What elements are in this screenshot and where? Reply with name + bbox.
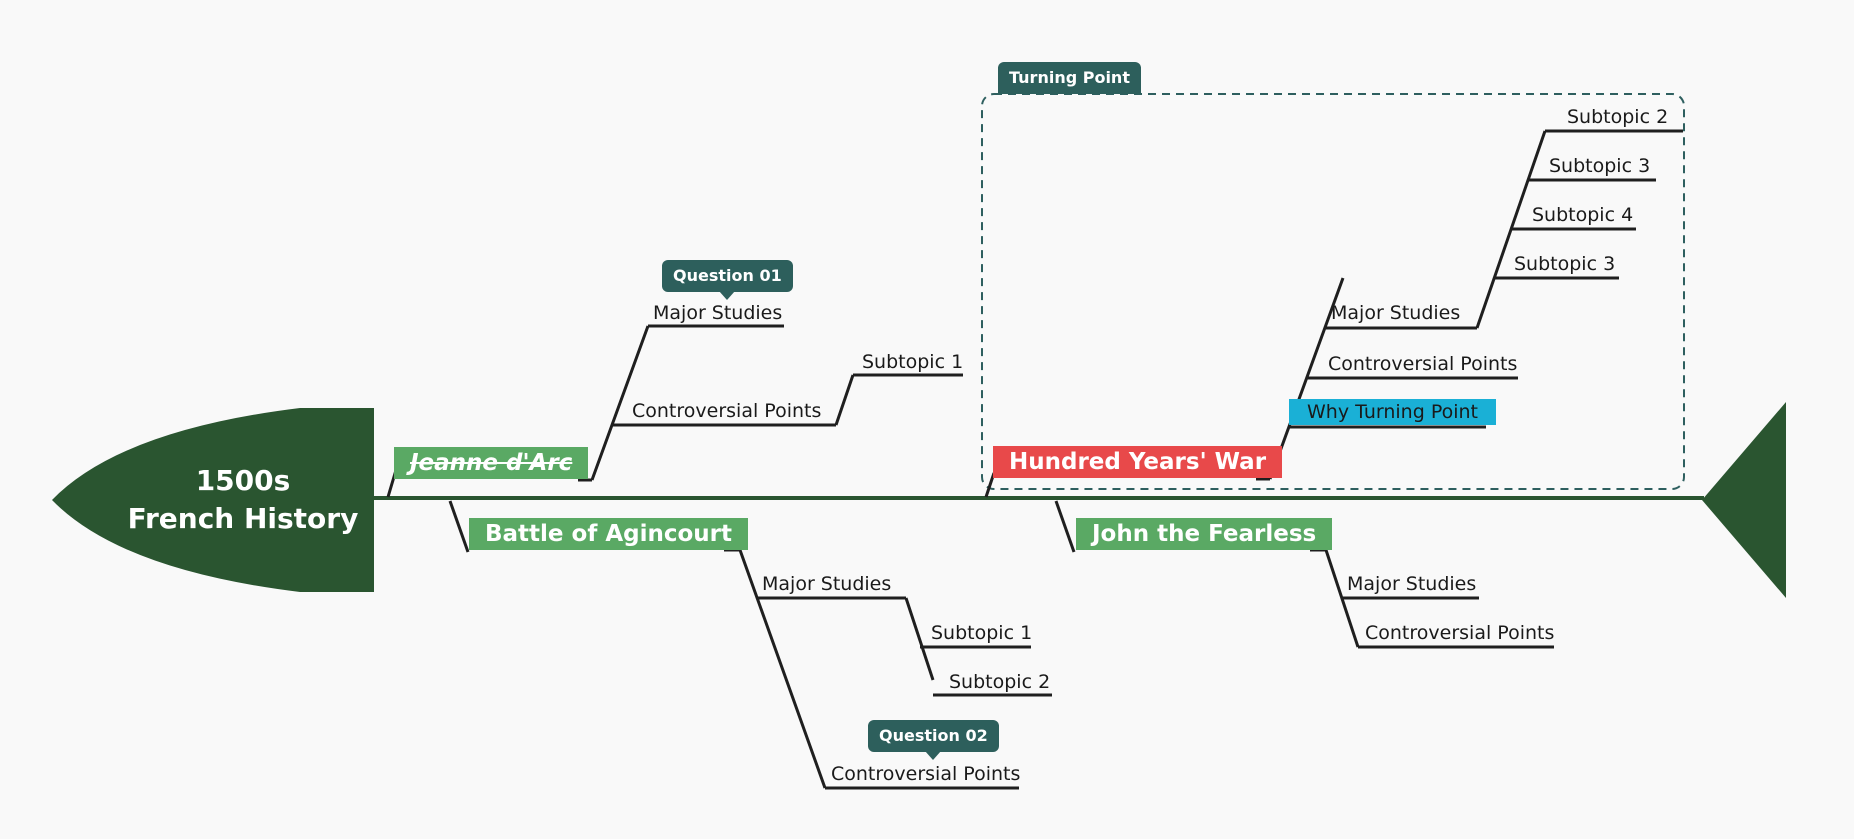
hundred-subtopic-a[interactable]: Subtopic 2	[1567, 106, 1669, 128]
agincourt-subtopic-1[interactable]: Subtopic 1	[931, 622, 1033, 644]
hundred-why-turning-point[interactable]: Why Turning Point	[1289, 399, 1496, 425]
jeanne-bone	[590, 325, 650, 481]
turning-point-label[interactable]: Turning Point	[998, 62, 1141, 94]
hundred-subtopic-d[interactable]: Subtopic 3	[1514, 253, 1616, 275]
branch-jeanne-darc[interactable]: Jeanne d'Arc	[394, 447, 589, 479]
central-topic[interactable]: 1500s French History	[118, 462, 368, 538]
fish-head	[52, 408, 374, 592]
hundred-subtopic-c[interactable]: Subtopic 4	[1532, 204, 1634, 226]
question-01-tag[interactable]: Question 01	[662, 260, 793, 300]
question-02-tag[interactable]: Question 02	[868, 720, 999, 760]
hundred-controversial-points[interactable]: Controversial Points	[1328, 353, 1518, 375]
branch-battle-of-agincourt[interactable]: Battle of Agincourt	[469, 518, 749, 550]
agincourt-bone	[738, 549, 827, 789]
agincourt-subtopic-2[interactable]: Subtopic 2	[949, 671, 1051, 693]
fish-tail	[1702, 402, 1786, 598]
jeanne-controversial-points[interactable]: Controversial Points	[632, 400, 822, 422]
agincourt-major-bone	[904, 597, 935, 681]
branch-hundred-years-war[interactable]: Hundred Years' War	[993, 446, 1283, 478]
jeanne-subtopic-1[interactable]: Subtopic 1	[862, 351, 964, 373]
central-topic-line2: French History	[127, 502, 359, 535]
john-controversial-points[interactable]: Controversial Points	[1365, 622, 1555, 644]
john-major-studies[interactable]: Major Studies	[1347, 573, 1477, 595]
john-connector	[1054, 500, 1076, 553]
agincourt-major-studies[interactable]: Major Studies	[762, 573, 892, 595]
agincourt-connector	[448, 500, 470, 553]
agincourt-controversial-points[interactable]: Controversial Points	[831, 763, 1021, 785]
turning-point-boundary	[981, 93, 1685, 490]
jeanne-major-studies[interactable]: Major Studies	[653, 302, 783, 324]
branch-john-the-fearless[interactable]: John the Fearless	[1076, 518, 1333, 550]
hundred-connector	[984, 472, 996, 498]
hundred-major-studies[interactable]: Major Studies	[1331, 302, 1461, 324]
hundred-subtopic-b[interactable]: Subtopic 3	[1549, 155, 1651, 177]
jeanne-sub-bone	[834, 374, 855, 426]
central-topic-line1: 1500s	[195, 464, 291, 497]
